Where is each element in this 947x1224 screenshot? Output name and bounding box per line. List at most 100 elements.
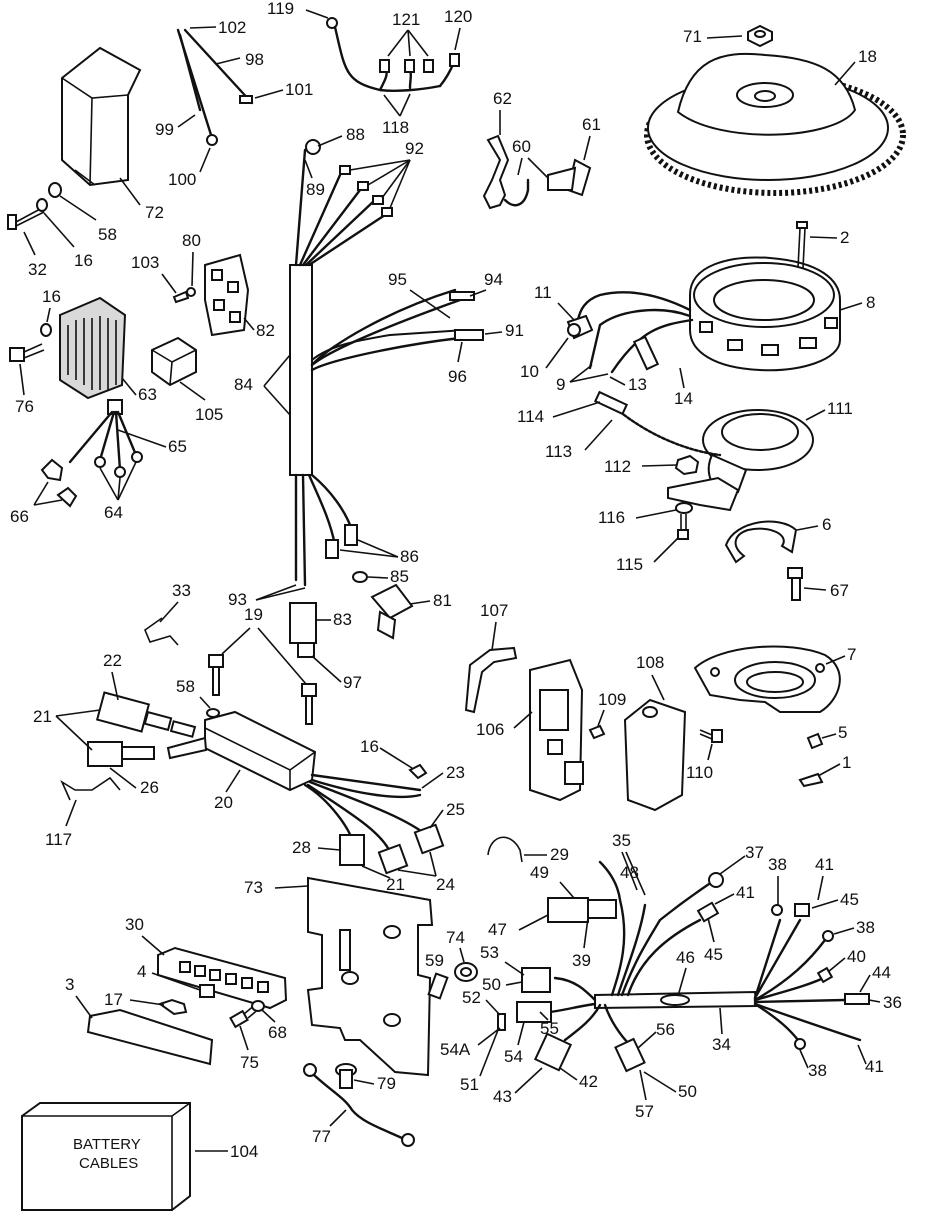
label-24: 24 [436, 875, 455, 894]
plug-22 [95, 691, 197, 738]
connector-83 [289, 602, 317, 658]
label-1: 1 [842, 753, 851, 772]
label-34: 34 [712, 1035, 731, 1054]
label-35: 35 [612, 831, 631, 850]
label-2: 2 [840, 228, 849, 247]
label-110: 110 [686, 763, 713, 782]
tie-strap-29 [487, 836, 523, 863]
label-41b: 41 [736, 883, 755, 902]
label-68: 68 [268, 1023, 287, 1042]
label-45a: 45 [704, 945, 723, 964]
label-48: 48 [620, 863, 639, 882]
label-82: 82 [256, 321, 275, 340]
terminal-block-82 [204, 253, 250, 337]
label-72: 72 [145, 203, 164, 222]
label-45b: 45 [840, 890, 859, 909]
bolt-79 [335, 1063, 357, 1089]
label-116: 116 [598, 508, 625, 527]
label-26: 26 [140, 778, 159, 797]
label-94: 94 [484, 270, 503, 289]
label-38b: 38 [856, 918, 875, 937]
cover-3 [86, 1008, 214, 1066]
bolt-76 [9, 343, 45, 362]
label-36: 36 [883, 993, 902, 1012]
washer-16 [36, 198, 48, 212]
battery-cables-box: BATTERY CABLES [21, 1102, 191, 1211]
timer-base-111 [593, 390, 814, 512]
mount-108 [623, 698, 687, 812]
main-harness-84 [289, 139, 484, 587]
label-53: 53 [480, 943, 499, 962]
label-118: 118 [382, 118, 409, 137]
label-112: 112 [604, 457, 631, 476]
engine-harness-34 [497, 860, 870, 1073]
label-76: 76 [15, 397, 34, 416]
bracket-107 [464, 646, 518, 714]
label-21a: 21 [33, 707, 52, 726]
washer-116 [675, 502, 693, 514]
ground-lead-77 [303, 1063, 415, 1147]
mounting-plate-73 [306, 876, 434, 1077]
label-23: 23 [446, 763, 465, 782]
label-5: 5 [838, 723, 847, 742]
label-75: 75 [240, 1053, 259, 1072]
bracket-106 [529, 658, 584, 802]
label-59: 59 [425, 951, 444, 970]
label-16a: 16 [74, 251, 93, 270]
screw-110 [699, 729, 723, 743]
screw-17 [157, 998, 188, 1016]
label-42: 42 [579, 1072, 598, 1091]
nut-16c [408, 763, 428, 780]
label-98: 98 [245, 50, 264, 69]
plug-26 [87, 736, 208, 767]
cdm-leads [303, 773, 445, 875]
label-37: 37 [745, 843, 764, 862]
armature-plate-7 [693, 645, 841, 713]
nut-112 [674, 454, 700, 476]
battery-line-2: CABLES [79, 1155, 138, 1172]
flywheel-18 [644, 52, 906, 196]
washer-80 [186, 287, 196, 297]
label-51: 51 [460, 1075, 479, 1094]
stator-leads [566, 291, 694, 374]
label-54a: 54A [440, 1040, 471, 1059]
terminal-strip-30 [157, 946, 288, 1010]
power-pack-20 [204, 710, 317, 792]
leads-64 [40, 410, 143, 508]
retainer-6 [724, 520, 798, 564]
screw-2 [796, 221, 808, 269]
screw-103 [172, 290, 190, 304]
label-109: 109 [598, 690, 626, 709]
rectifier-63 [59, 296, 127, 400]
label-33: 33 [172, 581, 191, 600]
label-89: 89 [306, 180, 325, 199]
screw-67 [787, 567, 803, 601]
label-71: 71 [683, 27, 702, 46]
label-11: 11 [534, 283, 552, 302]
label-50b: 50 [678, 1082, 697, 1101]
label-18: 18 [858, 47, 877, 66]
label-28: 28 [292, 838, 311, 857]
label-19: 19 [244, 605, 263, 624]
bolt-19a [208, 654, 224, 696]
screw-5 [806, 732, 824, 750]
stator-8 [689, 256, 841, 372]
label-97: 97 [343, 673, 362, 692]
plug-81 [370, 583, 414, 640]
label-101: 101 [285, 80, 313, 99]
label-38c: 38 [808, 1061, 827, 1080]
label-121: 121 [392, 10, 420, 29]
label-120: 120 [444, 7, 472, 26]
washer-58 [48, 182, 62, 198]
label-17: 17 [104, 990, 123, 1009]
label-54: 54 [504, 1047, 523, 1066]
label-104: 104 [230, 1142, 258, 1161]
label-63: 63 [138, 385, 157, 404]
label-58b: 58 [176, 677, 195, 696]
label-6: 6 [822, 515, 831, 534]
label-43: 43 [493, 1087, 512, 1106]
label-73: 73 [244, 878, 263, 897]
label-21b: 21 [386, 875, 405, 894]
label-20: 20 [214, 793, 233, 812]
